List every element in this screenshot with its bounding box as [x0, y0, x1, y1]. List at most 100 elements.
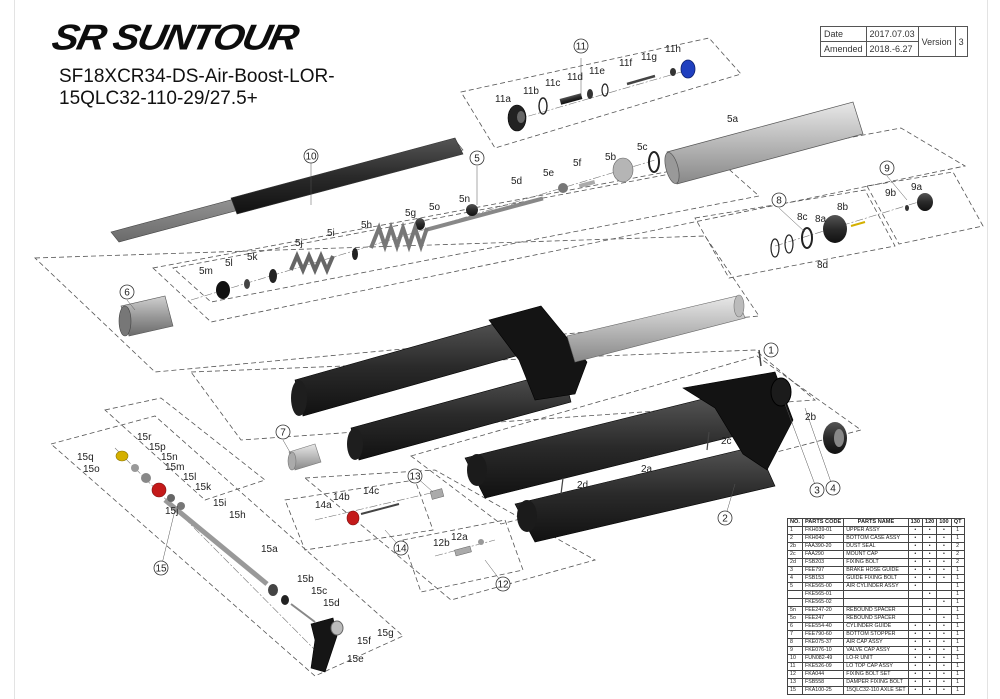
- table-cell: BOTTOM CASE ASSY: [843, 534, 909, 543]
- table-cell: •: [907, 574, 923, 583]
- frame-14: [284, 479, 434, 551]
- callout-number: 5: [474, 154, 480, 165]
- table-cell: [907, 614, 923, 623]
- table-cell: 1: [950, 646, 965, 655]
- table-cell: •: [907, 670, 923, 679]
- part-label-11c: 11c: [545, 78, 560, 89]
- table-cell: 5: [787, 582, 803, 591]
- parts-table-header-cell: 120: [921, 518, 938, 527]
- table-cell: 15QLC32-110 AXLE SET: [843, 686, 909, 695]
- table-cell: •: [907, 550, 923, 559]
- table-cell: •: [921, 542, 938, 551]
- part-label-8b: 8b: [837, 202, 849, 213]
- part-label-5l: 5l: [225, 258, 233, 269]
- part-label-11b: 11b: [523, 86, 539, 97]
- part-label-11a: 11a: [495, 94, 511, 105]
- part-label-11d: 11d: [567, 72, 583, 83]
- part-label-9b: 9b: [885, 188, 897, 199]
- table-cell: •: [936, 598, 952, 607]
- table-cell: 9: [787, 646, 803, 655]
- table-cell: 1: [950, 582, 965, 591]
- revision-info-box: Date 2017.07.03 Version 3 Amended 2018.-…: [820, 26, 968, 57]
- table-cell: FKE565-01: [801, 590, 845, 599]
- table-cell: 2d: [787, 558, 803, 567]
- table-cell: 1: [950, 574, 965, 583]
- part-label-15i: 15i: [213, 498, 226, 509]
- table-cell: [907, 590, 923, 599]
- centerline-11: [514, 67, 696, 121]
- callout-circle-2: 2: [717, 510, 733, 526]
- part-label-5m: 5m: [199, 266, 213, 277]
- table-cell: 10: [787, 654, 803, 663]
- table-cell: •: [907, 558, 923, 567]
- amended-label: Amended: [820, 41, 867, 57]
- part-label-5f: 5f: [573, 158, 582, 169]
- table-cell: 1: [950, 526, 965, 535]
- part-label-15c: 15c: [311, 586, 327, 597]
- table-cell: FKE076-10: [801, 646, 845, 655]
- table-cell: FKA100-25: [801, 686, 845, 695]
- table-cell: •: [936, 638, 952, 647]
- table-cell: •: [936, 566, 952, 575]
- table-cell: MOUNT CAP: [843, 550, 909, 559]
- table-cell: 3: [787, 566, 803, 575]
- table-cell: •: [907, 662, 923, 671]
- part-label-8c: 8c: [797, 212, 808, 223]
- table-cell: •: [936, 550, 952, 559]
- table-cell: •: [907, 646, 923, 655]
- amended-value: 2018.-6.27: [865, 41, 919, 57]
- callout-circle-6: 6: [119, 284, 135, 300]
- table-cell: •: [921, 686, 938, 695]
- table-cell: LO-R UNIT: [843, 654, 909, 663]
- table-cell: FKE075-37: [801, 638, 845, 647]
- table-cell: FEE247: [801, 614, 845, 623]
- table-cell: 2: [950, 550, 965, 559]
- table-cell: •: [921, 646, 938, 655]
- table-cell: [936, 590, 952, 599]
- table-cell: DAMPER FIXING BOLT: [843, 678, 909, 687]
- lo-r-unit-rod: [110, 137, 464, 243]
- air-cylinder-tube: [664, 101, 864, 185]
- table-cell: •: [936, 622, 952, 631]
- callout-number: 13: [409, 472, 421, 483]
- table-cell: FIXING BOLT: [843, 558, 909, 567]
- table-cell: 2: [950, 558, 965, 567]
- table-cell: •: [921, 630, 938, 639]
- callout-circle-9: 9: [879, 160, 895, 176]
- callout-circle-14: 14: [393, 540, 409, 556]
- table-cell: [921, 582, 938, 591]
- part-label-5j: 5j: [295, 238, 303, 249]
- part-label-5n: 5n: [459, 194, 470, 205]
- table-cell: •: [936, 646, 952, 655]
- table-cell: 1: [950, 606, 965, 615]
- air-cap-and-valve-cap: [770, 193, 933, 258]
- top-cap-assembly-parts: [507, 59, 696, 132]
- part-label-15m: 15m: [165, 462, 184, 473]
- table-cell: •: [921, 670, 938, 679]
- part-label-5e: 5e: [543, 168, 555, 179]
- callout-number: 9: [884, 164, 890, 175]
- table-cell: CYLINDER GUIDE: [843, 622, 909, 631]
- callout-circle-1: 1: [763, 342, 779, 358]
- table-cell: 1: [950, 678, 965, 687]
- frame-9: [866, 171, 984, 245]
- callout-number: 7: [280, 428, 286, 439]
- table-cell: AIR CYLINDER ASSY: [843, 582, 909, 591]
- part-label-5b: 5b: [605, 152, 617, 163]
- table-cell: •: [907, 654, 923, 663]
- callout-circle-12: 12: [495, 576, 511, 592]
- parts-table-header-cell: PARTS NAME: [843, 518, 909, 527]
- frame-11: [460, 37, 742, 149]
- table-cell: FSB153: [801, 574, 845, 583]
- blue-cap-knob: [680, 59, 696, 79]
- part-label-14a: 14a: [315, 500, 332, 511]
- table-cell: •: [921, 654, 938, 663]
- model-line-2: 15QLC32-110-29/27.5+: [59, 88, 258, 109]
- table-cell: [936, 582, 952, 591]
